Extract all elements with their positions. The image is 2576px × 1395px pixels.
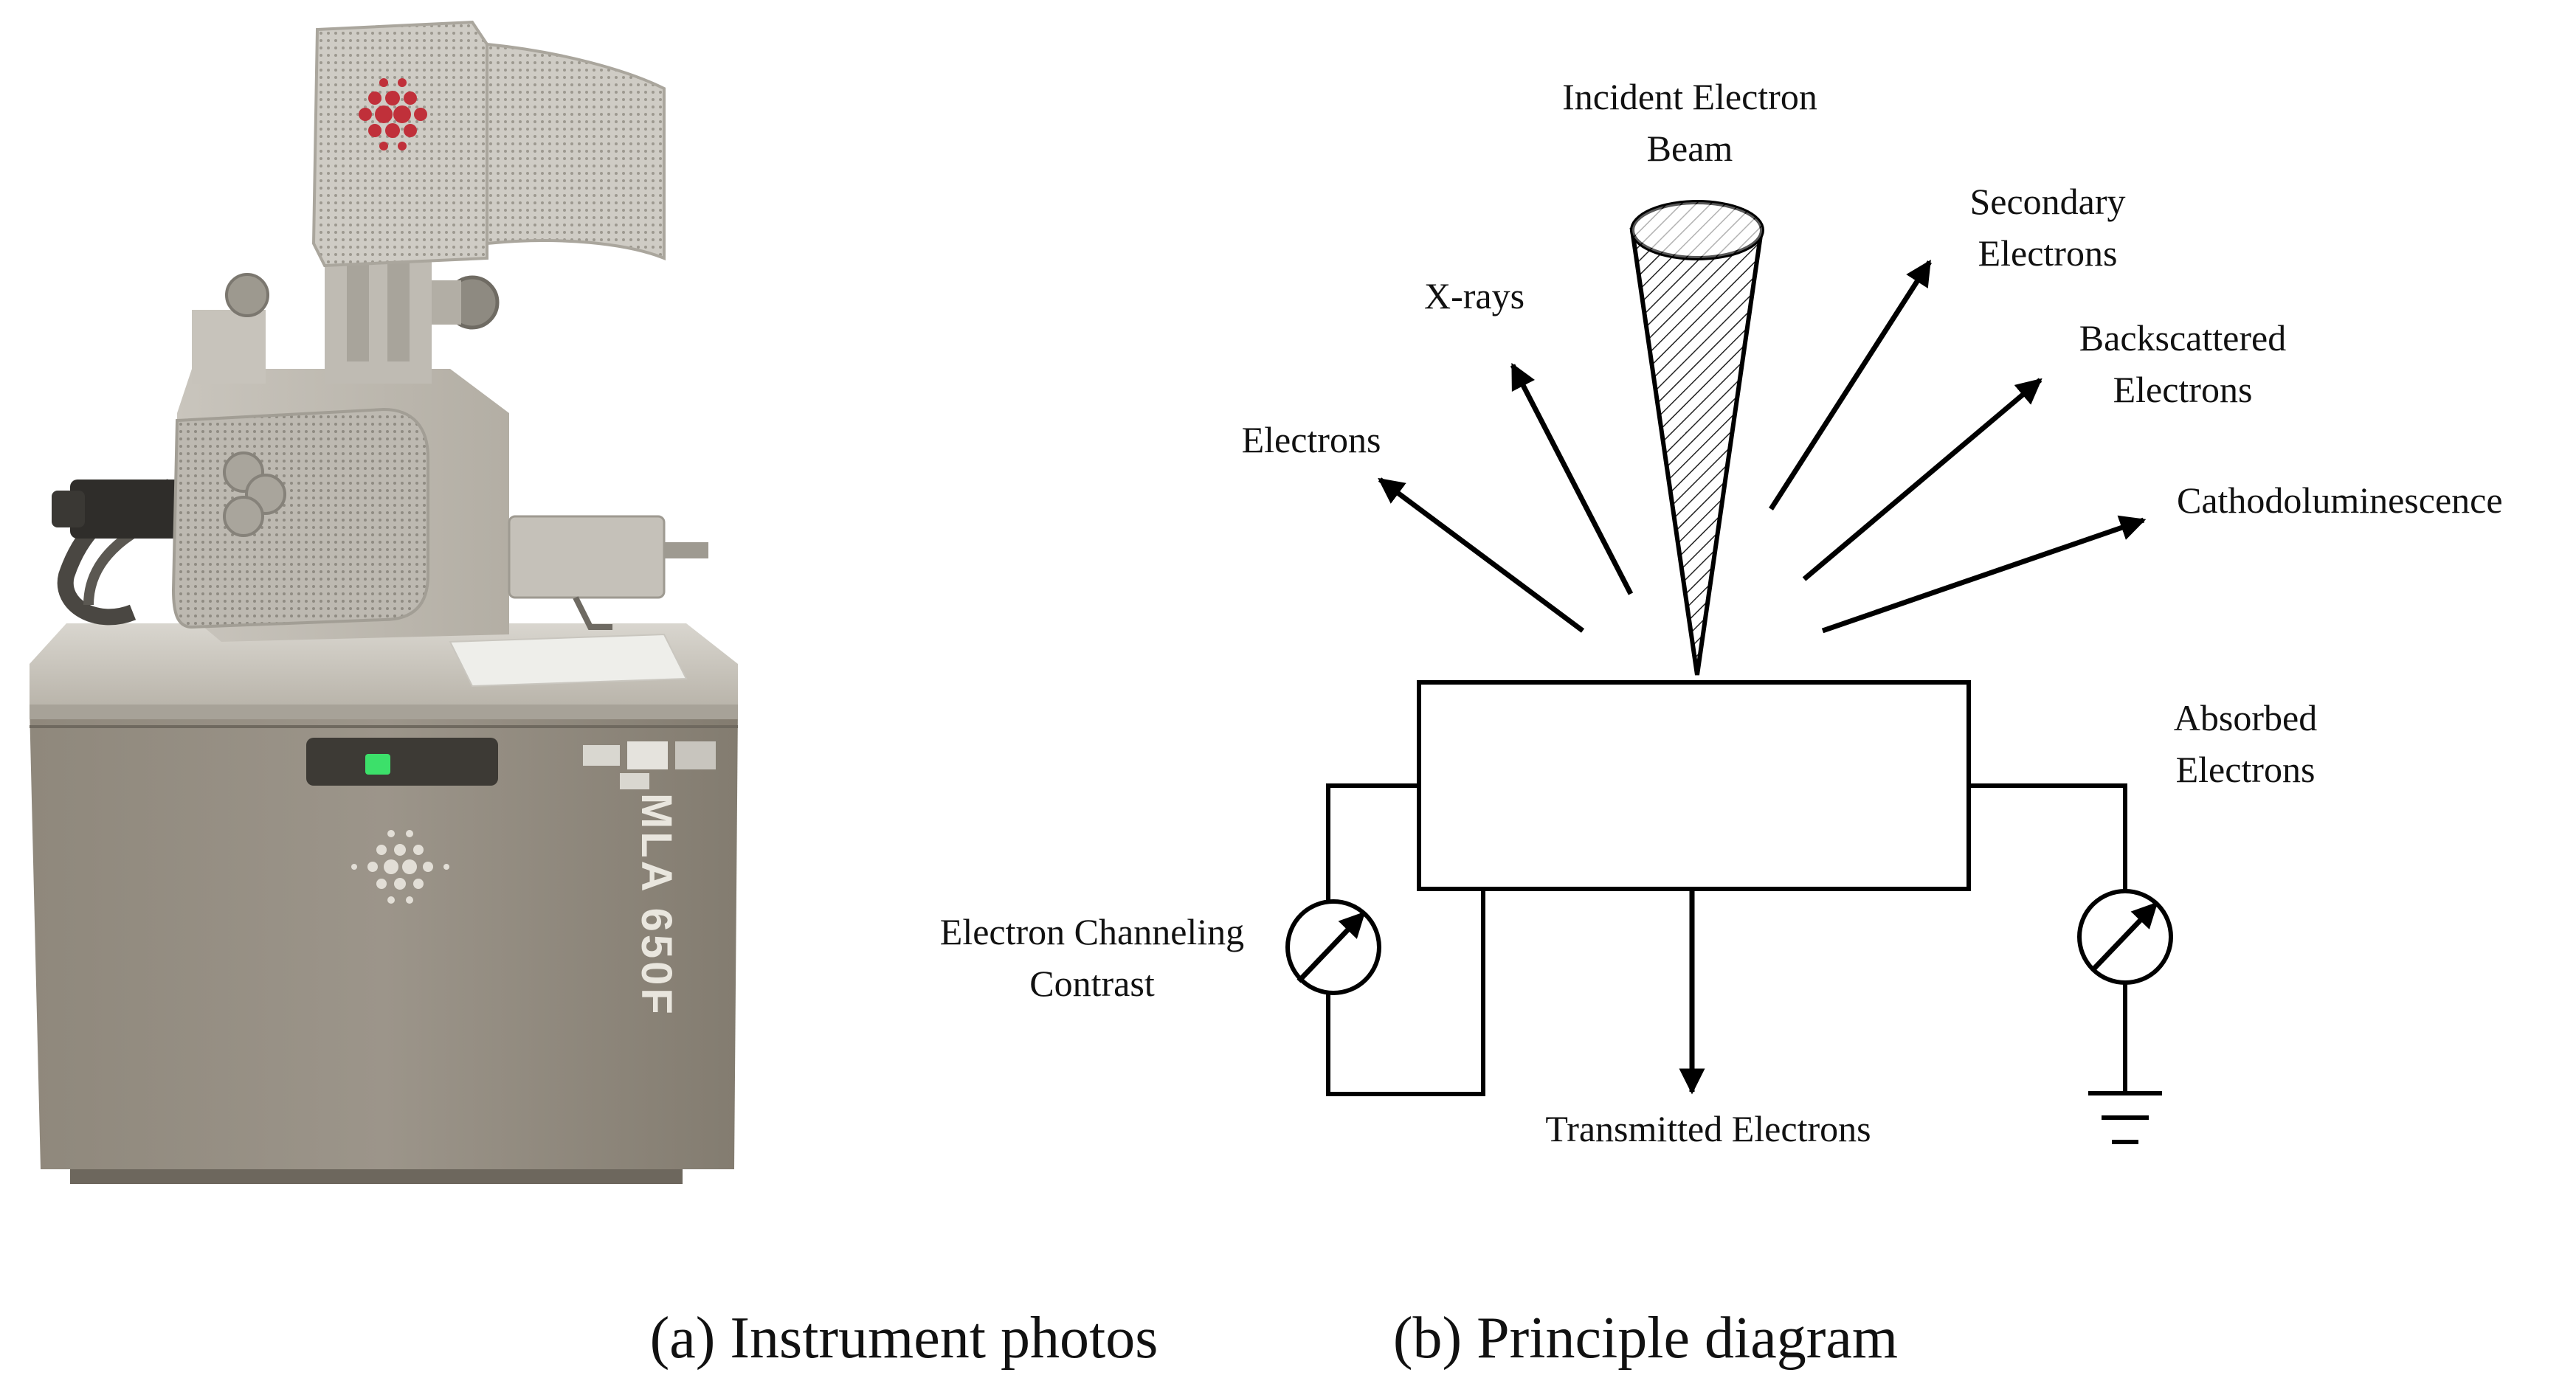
detector-right [508, 515, 666, 599]
backscattered-electrons-arrow [1802, 378, 2043, 581]
paper-sheet [449, 633, 688, 688]
caption-b: (b) Principle diagram [1393, 1306, 1898, 1371]
incident-beam-label-line1: Incident Electron [1562, 76, 1817, 117]
cathodoluminescence-arrow [1821, 515, 2147, 634]
incident-electron-beam-cone [1629, 228, 1764, 676]
channeling-meter-needle [1296, 911, 1366, 983]
xrays-arrow [1510, 362, 1634, 595]
detector-right-rod [664, 542, 708, 558]
door-knob [223, 496, 264, 537]
column-port [225, 273, 269, 317]
sticker-label [620, 773, 649, 789]
electrons-arrow [1378, 477, 1585, 633]
absorbed-meter-needle [2090, 901, 2158, 973]
absorbed-label-line1: Absorbed [2174, 697, 2317, 738]
sticker-label [675, 741, 716, 769]
caption-a: (a) Instrument photos [650, 1306, 1158, 1371]
secondary-label-line1: Secondary [1969, 181, 2125, 222]
housing-logo-icon [359, 78, 427, 150]
absorbed-label-line2: Electrons [2176, 749, 2316, 790]
channeling-wire [1326, 783, 1419, 902]
cabinet-logo-icon [351, 830, 449, 904]
absorbed-wire [1969, 783, 2127, 893]
backscattered-label-line1: Backscattered [2079, 317, 2286, 359]
machine-cabinet [30, 708, 738, 1169]
instrument-photo: MLA 650F [30, 20, 738, 1184]
channeling-wire [1326, 889, 1485, 1096]
channeling-label-line1: Electron Channeling [940, 911, 1244, 952]
column-bracket [192, 310, 266, 384]
channeling-label-line2: Contrast [1029, 963, 1155, 1004]
chamber-door [171, 407, 429, 629]
detector-left-cap [52, 491, 85, 527]
beam-cone-top-hatch [1632, 202, 1762, 258]
secondary-electrons-arrow [1769, 260, 1932, 510]
backscattered-label-line2: Electrons [2113, 369, 2253, 410]
secondary-label-line2: Electrons [1978, 232, 2118, 274]
electrons-label: Electrons [1242, 419, 1381, 460]
xrays-label: X-rays [1424, 275, 1524, 316]
transmitted-label: Transmitted Electrons [1545, 1108, 1871, 1149]
detector-right-cable [573, 596, 612, 630]
principle-diagram: Incident Electron Beam X-rays Electrons … [940, 76, 2503, 1149]
housing-wing [486, 42, 666, 260]
sticker-label [627, 741, 668, 769]
sticker-label [583, 745, 620, 766]
column-side-mount [432, 280, 461, 325]
sample-block [1417, 680, 1971, 891]
incident-beam-label-line2: Beam [1647, 128, 1733, 169]
power-indicator-light [365, 754, 390, 775]
desk-edge [30, 705, 738, 719]
brand-label: MLA 650F [632, 793, 680, 1017]
detector-left [70, 480, 184, 539]
cathodoluminescence-label: Cathodoluminescence [2177, 480, 2503, 521]
control-panel [306, 738, 498, 786]
